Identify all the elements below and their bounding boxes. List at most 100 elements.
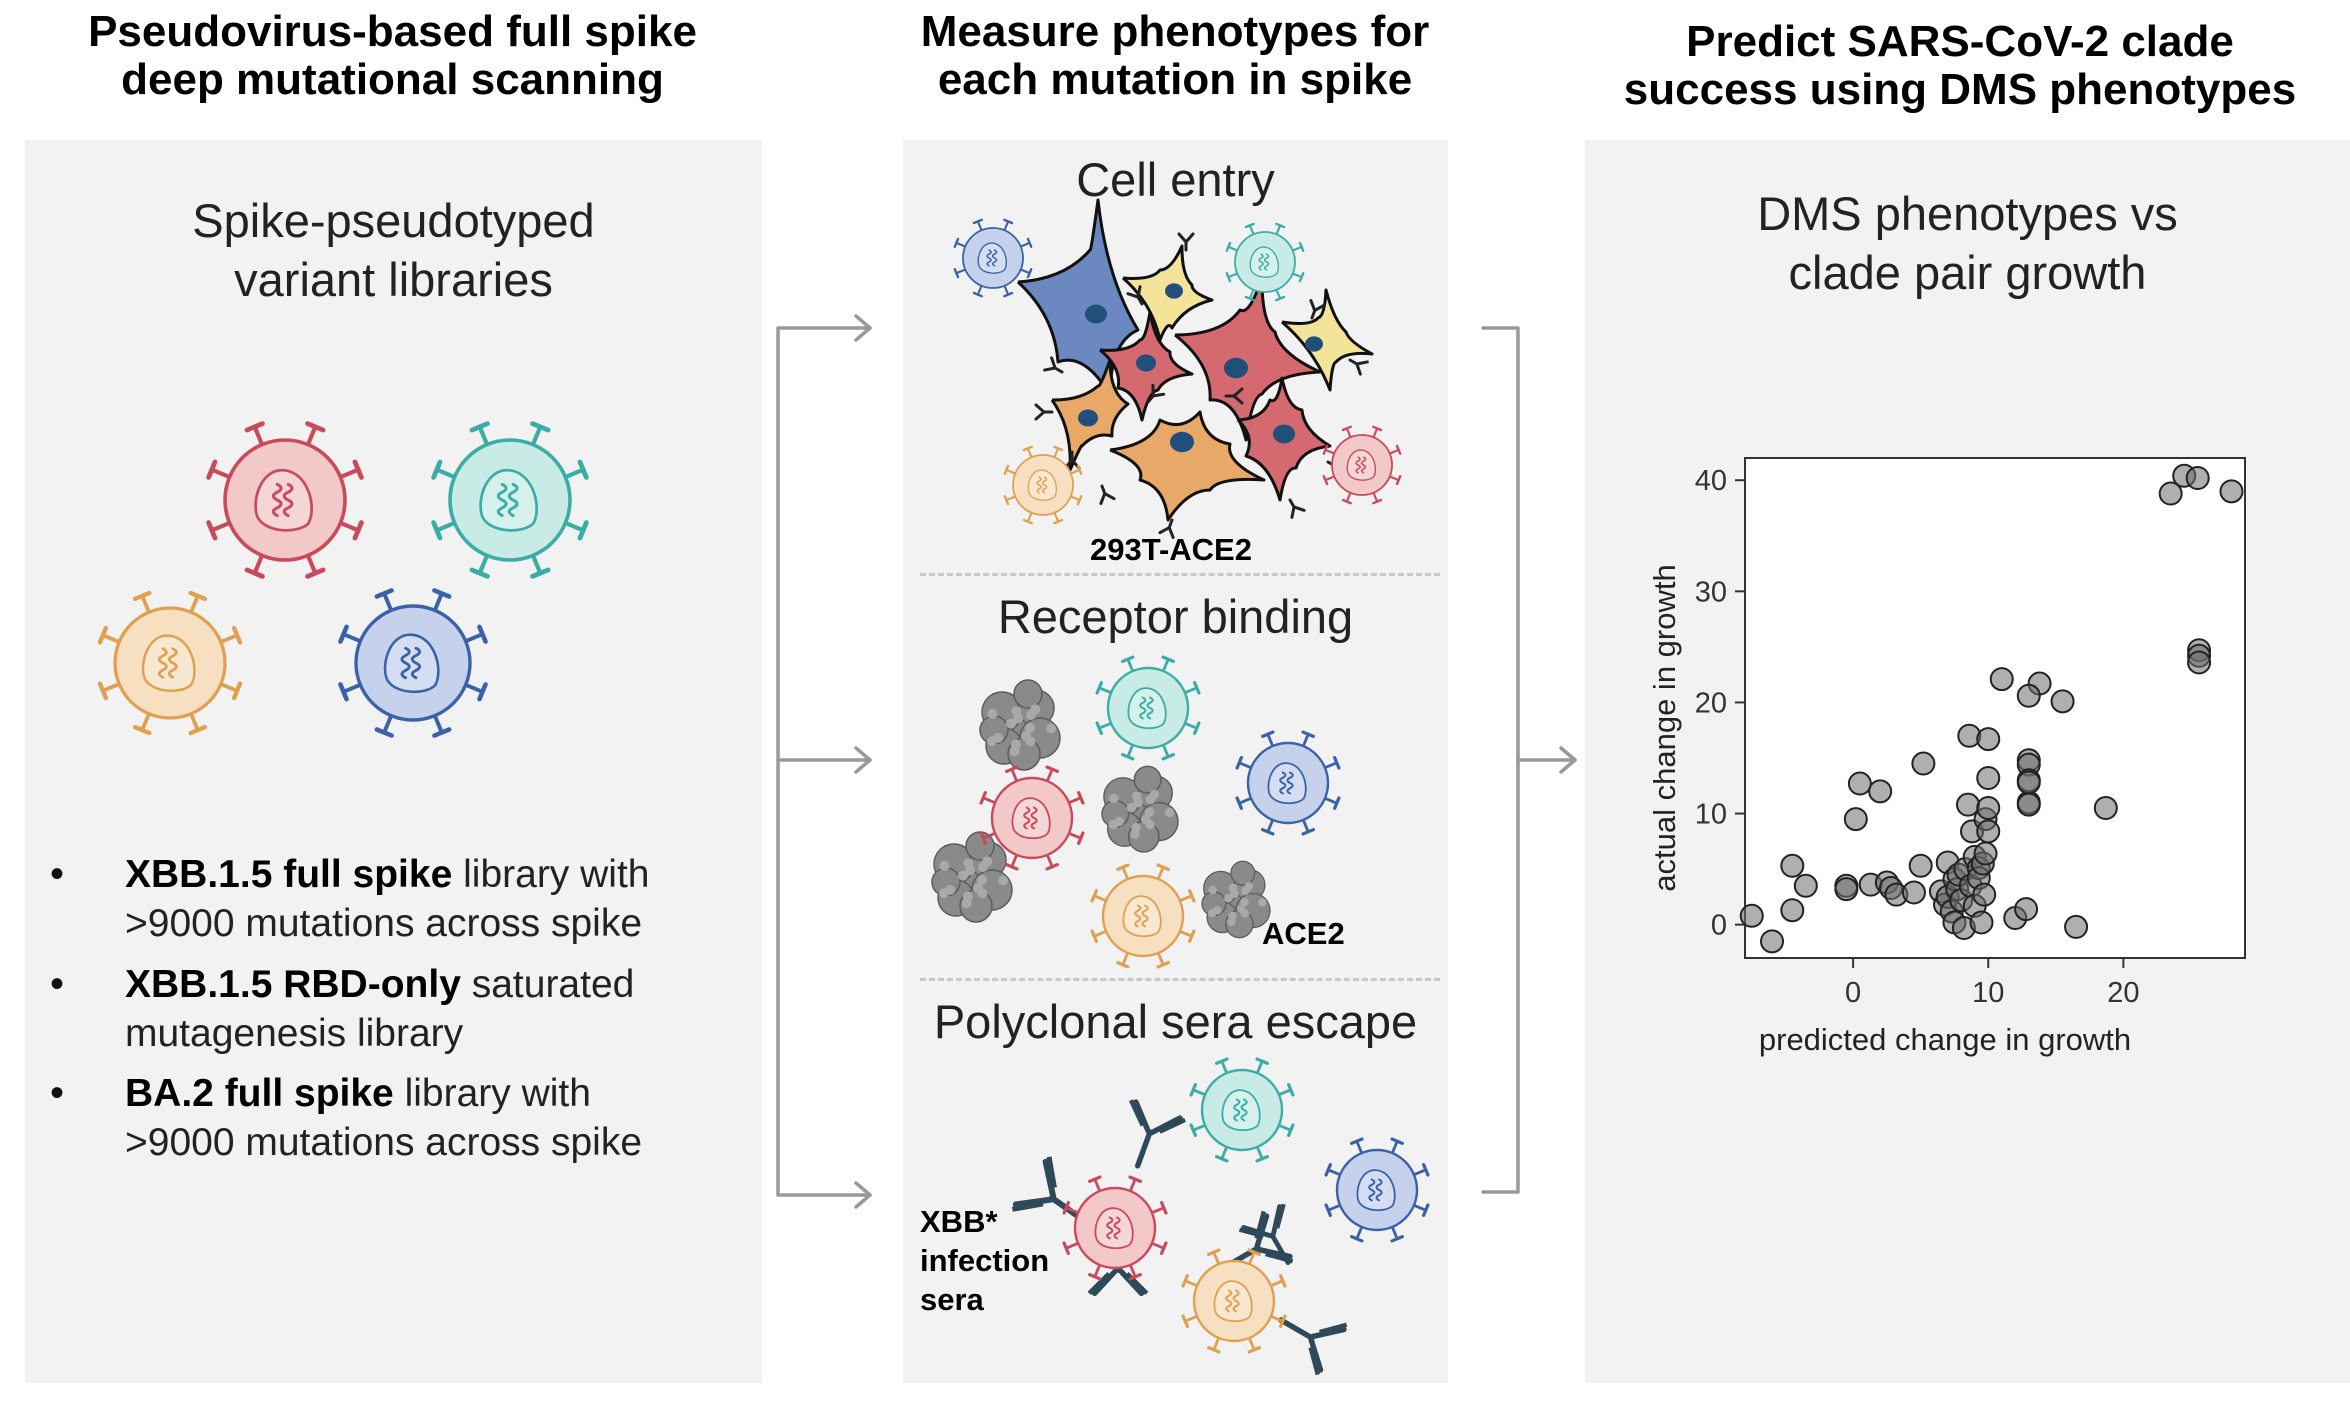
subtitle-line: clade pair growth [1788,245,2147,299]
spike-stem [1191,1088,1207,1097]
protein-texture [997,875,1008,886]
protein-texture [958,870,969,881]
virus-particle-icon [1181,1248,1287,1354]
scatter-point [1911,751,1936,776]
virus-envelope [1106,666,1190,750]
rna-strand [1360,456,1367,474]
rna-strand [1030,806,1038,830]
spike-stem [1150,1241,1166,1250]
capsid [383,633,440,694]
spike-head [1301,730,1315,738]
spike-stem [1121,951,1130,967]
spike-head [1341,425,1352,432]
spike-stem [1323,796,1339,805]
nucleus [1165,283,1183,299]
ace2-receptor-icon [1099,484,1116,505]
spike-stem [252,424,265,447]
spike-head [1247,1346,1261,1354]
spike-stem [1326,1203,1342,1212]
spike-head [1045,863,1059,871]
spike-stem [1183,721,1199,730]
capsid [1127,687,1167,730]
protein-lobe [1230,860,1256,886]
spike-head [1275,295,1286,302]
spike-stem [1237,761,1253,770]
bullet-bold: BA.2 full spike [125,1072,394,1115]
spike-head [1298,272,1305,283]
protein-texture [1144,807,1155,817]
sera-label: XBB* infection sera [920,1203,1049,1319]
spike-stem [1275,224,1282,236]
spike-head [1395,444,1402,455]
x-tick-label: 0 [1845,977,1861,1009]
spike-head [1062,1241,1070,1255]
ace2-receptor-icon [1158,518,1175,539]
spike-head [352,520,364,541]
spike-stem [1269,1279,1285,1288]
protein-texture [1213,906,1222,915]
rna-strand [507,482,519,518]
spike-head [1156,961,1170,969]
bullet-line2: >9000 mutations across spike [125,901,643,945]
spike-stem [1355,1139,1364,1155]
virus-particle-icon [1003,445,1083,525]
scatter-point [2016,770,2041,795]
scatter-point [1908,853,1933,878]
merge-arrow-right [1481,326,1577,1194]
library-subtitle: Spike-pseudotyped variant libraries [25,192,762,310]
spike-head [1156,863,1170,871]
spike-head [1322,444,1329,455]
spike-head [1298,241,1305,252]
spike-stem [1045,767,1054,783]
protein-texture [1241,886,1250,896]
bullet-marker: • [50,962,65,1006]
y-tick-label: 30 [1695,576,1727,608]
cell-icon [1236,376,1332,502]
spike-head [1076,495,1083,506]
spike-stem [305,424,318,447]
spike-head [188,590,208,602]
spike-stem [382,591,394,613]
virus-envelope [354,604,472,722]
spike-stem [981,796,997,805]
virus-particle-icon [979,765,1085,871]
sera-label-line: infection [920,1242,1050,1278]
capsid [1267,762,1307,805]
receptor-binding-title: Receptor binding [997,590,1354,643]
spike-head [1333,796,1341,810]
rna-strand [1113,1216,1121,1240]
ace2-protein-icon [931,831,1013,923]
column-title-left: Pseudovirus-based full spike deep mutati… [20,7,765,105]
plot-area [1744,457,2246,959]
virus-particle-icon [431,421,589,579]
rna-strand [1232,1289,1240,1313]
subtitle-line: variant libraries [234,252,553,306]
spike-head [1045,765,1059,773]
spike-head [1189,1083,1197,1097]
scatter-point [2219,479,2244,504]
antibody-chain [1133,1099,1183,1169]
spike-head [577,520,589,541]
spike-head [1395,475,1402,486]
cell-icon [1099,310,1194,422]
spike-head [530,421,551,433]
spike-head [972,291,983,298]
spike-stem [1178,929,1194,938]
spike-head [1279,1274,1287,1288]
spike-stem [1161,657,1170,673]
spike-stem [382,713,394,735]
spike-stem [1248,288,1255,300]
spike-stem [338,520,361,533]
scatter-point [1780,853,1805,878]
scatter-point [1901,880,1926,905]
scatter-point [2093,796,2118,820]
spike-stem [338,467,361,480]
spike-stem [1092,894,1108,903]
scatter-point [1969,910,1994,935]
arrow-head-icon [1559,746,1577,774]
rna-strand [1375,1178,1383,1202]
spike-head [1301,828,1315,836]
virus-particle-icon [1095,655,1201,761]
spike-stem [1019,241,1031,248]
spike-stem [1255,1059,1264,1075]
